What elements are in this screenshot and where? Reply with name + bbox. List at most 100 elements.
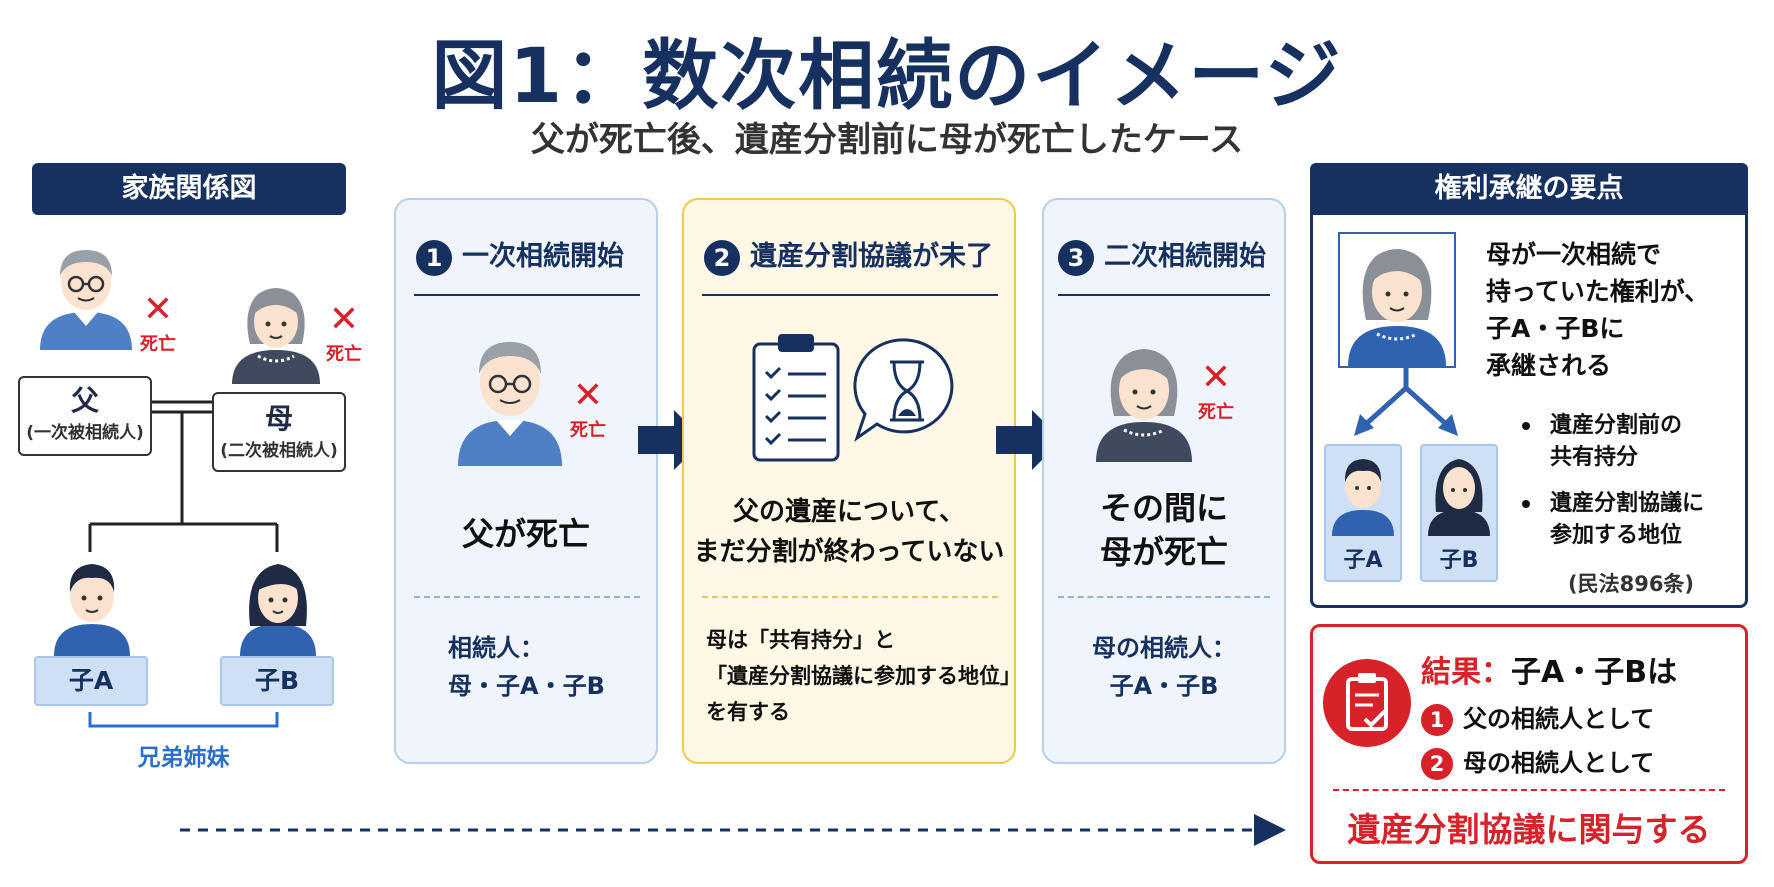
step-2-divider: [702, 596, 998, 598]
result-item-1: 1 父の相続人として: [1421, 699, 1654, 736]
family-diagram-header: 家族関係図: [32, 163, 346, 215]
timeline-dashed-arrow: [180, 814, 1286, 846]
step-1-heirs-value: 母・子A・子B: [448, 672, 605, 700]
step-1-death-x-icon: ✕: [572, 375, 604, 416]
step-2-number: 2: [704, 239, 740, 276]
father-death-x-icon: ✕: [142, 289, 174, 330]
step-2-main-line-2: まだ分割が終わっていない: [693, 537, 1005, 567]
result-item-2-number: 2: [1421, 748, 1453, 780]
step-3-main-line-1: その間に: [1099, 489, 1228, 527]
rights-line-2: 持っていた権利が、: [1486, 277, 1710, 306]
mother-avatar-icon: [1348, 249, 1446, 366]
step-3-rule: [1058, 294, 1270, 296]
mother-avatar-icon: [232, 288, 320, 384]
step-2-sub-line-3: を有する: [706, 700, 790, 724]
result-box: 結果：子A・子Bは 1 父の相続人として 2 母の相続人として 遺産分割協議に関与す…: [1310, 624, 1748, 864]
child-a-avatar-icon: [1332, 459, 1394, 536]
father-death-label: 死亡: [140, 334, 176, 355]
mother-name-box: 母 (二次被相続人): [212, 392, 346, 472]
result-label: 結果：: [1421, 655, 1511, 690]
step-3-card: 3 二次相続開始 ✕ 死亡 その間に 母が死亡 母の相続人： 子A・子B: [1042, 198, 1286, 764]
step-3-divider: [1058, 596, 1270, 598]
result-item-1-number: 1: [1421, 704, 1453, 736]
siblings-label: 兄弟姉妹: [137, 745, 230, 771]
rights-line-1: 母が一次相続で: [1486, 240, 1662, 269]
step-2-card: 2 遺産分割協議が未了 父の遺産について、 まだ分割が終わっていない 母は「共有持…: [682, 198, 1021, 764]
rights-description: 母が一次相続で 持っていた権利が、 子A・子Bに 承継される: [1486, 236, 1709, 384]
rights-summary-header: 権利承継の要点: [1310, 163, 1748, 215]
mother-avatar-icon: [1096, 349, 1192, 462]
step-2-sub-text: 母は「共有持分」と 「遺産分割協議に参加する地位」 を有する: [706, 622, 1021, 730]
rights-bullet-2: 遺産分割協議に 参加する地位: [1522, 488, 1704, 552]
rights-line-3: 子A・子Bに: [1486, 314, 1625, 343]
step-3-main-line-2: 母が死亡: [1099, 533, 1228, 571]
rights-bullet-1-line-2: 共有持分: [1550, 445, 1639, 470]
rights-child-a-label: 子A: [1343, 548, 1383, 573]
step-2-sub-line-2: 「遺産分割協議に参加する地位」: [706, 664, 1021, 688]
result-item-2-text: 母の相続人として: [1463, 749, 1655, 777]
step-1-death-label: 死亡: [570, 420, 606, 441]
page-subtitle: 父が死亡後、遺産分割前に母が死亡したケース: [530, 120, 1244, 160]
father-avatar-icon: [458, 342, 562, 466]
step-1-divider: [414, 596, 640, 598]
rights-child-b-card: 子B: [1420, 444, 1498, 582]
child-a-label: 子A: [34, 656, 148, 706]
father-name-box: 父 (一次被相続人): [18, 376, 152, 456]
bullet-dot-icon: [1522, 500, 1530, 508]
hourglass-bubble-icon: [853, 338, 954, 442]
step-1-number: 1: [416, 239, 452, 276]
step-3-heirs-value: 子A・子B: [1109, 672, 1219, 700]
mother-role: (二次被相続人): [220, 441, 338, 461]
step-2-rule: [702, 294, 998, 296]
step-3-main-text: その間に 母が死亡: [1044, 486, 1284, 574]
father-role: (一次被相続人): [26, 423, 144, 443]
step-1-heirs-label: 相続人：: [448, 634, 544, 662]
result-conclusion: 遺産分割協議に関与する: [1347, 810, 1711, 849]
bullet-dot-icon: [1522, 422, 1530, 430]
step-3-death-label: 死亡: [1198, 402, 1234, 423]
result-heading: 結果：子A・子Bは: [1421, 647, 1677, 691]
rights-line-4: 承継される: [1486, 351, 1612, 380]
step-2-sub-line-1: 母は「共有持分」と: [706, 628, 895, 652]
step-3-title: 3 二次相続開始: [1058, 234, 1266, 276]
child-a-avatar-icon: [54, 564, 130, 656]
rights-child-b-label: 子B: [1439, 548, 1479, 573]
rights-bullet-2-line-1: 遺産分割協議に: [1550, 491, 1705, 516]
step-2-title: 2 遺産分割協議が未了: [704, 234, 993, 276]
step-3-heirs-label: 母の相続人：: [1092, 634, 1236, 662]
step-2-title-text: 遺産分割協議が未了: [750, 241, 993, 272]
child-b-avatar-icon: [1428, 459, 1490, 536]
mother-name: 母: [264, 402, 293, 435]
split-arrows-icon: [1354, 368, 1458, 436]
rights-bullet-1: 遺産分割前の 共有持分: [1522, 410, 1704, 474]
step-1-rule: [414, 294, 640, 296]
step-2-main-line-1: 父の遺産について、: [733, 497, 965, 527]
mother-death-label: 死亡: [326, 344, 362, 365]
father-name: 父: [70, 384, 99, 417]
page-title: 図1：数次相続のイメージ: [431, 31, 1343, 120]
rights-bullet-1-line-1: 遺産分割前の: [1550, 413, 1683, 438]
result-divider: [1333, 789, 1725, 791]
clipboard-checklist-icon: [752, 334, 840, 462]
rights-bullet-list: 遺産分割前の 共有持分 遺産分割協議に 参加する地位: [1522, 410, 1704, 552]
result-item-2: 2 母の相続人として: [1421, 743, 1654, 780]
step-3-title-text: 二次相続開始: [1104, 241, 1266, 272]
step-1-title-text: 一次相続開始: [462, 241, 624, 272]
rights-bullet-2-line-2: 参加する地位: [1550, 523, 1683, 548]
step-2-main-text: 父の遺産について、 まだ分割が終わっていない: [684, 492, 1014, 572]
mother-portrait-frame: [1338, 232, 1456, 368]
step-3-death-x-icon: ✕: [1200, 357, 1232, 398]
law-reference: (民法896条): [1568, 572, 1695, 596]
step-3-number: 3: [1058, 239, 1094, 276]
mother-death-x-icon: ✕: [328, 299, 360, 340]
father-avatar-icon: [40, 250, 132, 350]
result-item-1-text: 父の相続人として: [1463, 705, 1655, 733]
child-b-avatar-icon: [240, 564, 316, 656]
rights-child-a-card: 子A: [1324, 444, 1402, 582]
clipboard-check-icon: [1323, 659, 1411, 747]
step-1-title: 1 一次相続開始: [416, 234, 624, 276]
result-subject: 子A・子Bは: [1511, 655, 1678, 690]
child-b-label: 子B: [220, 656, 334, 706]
